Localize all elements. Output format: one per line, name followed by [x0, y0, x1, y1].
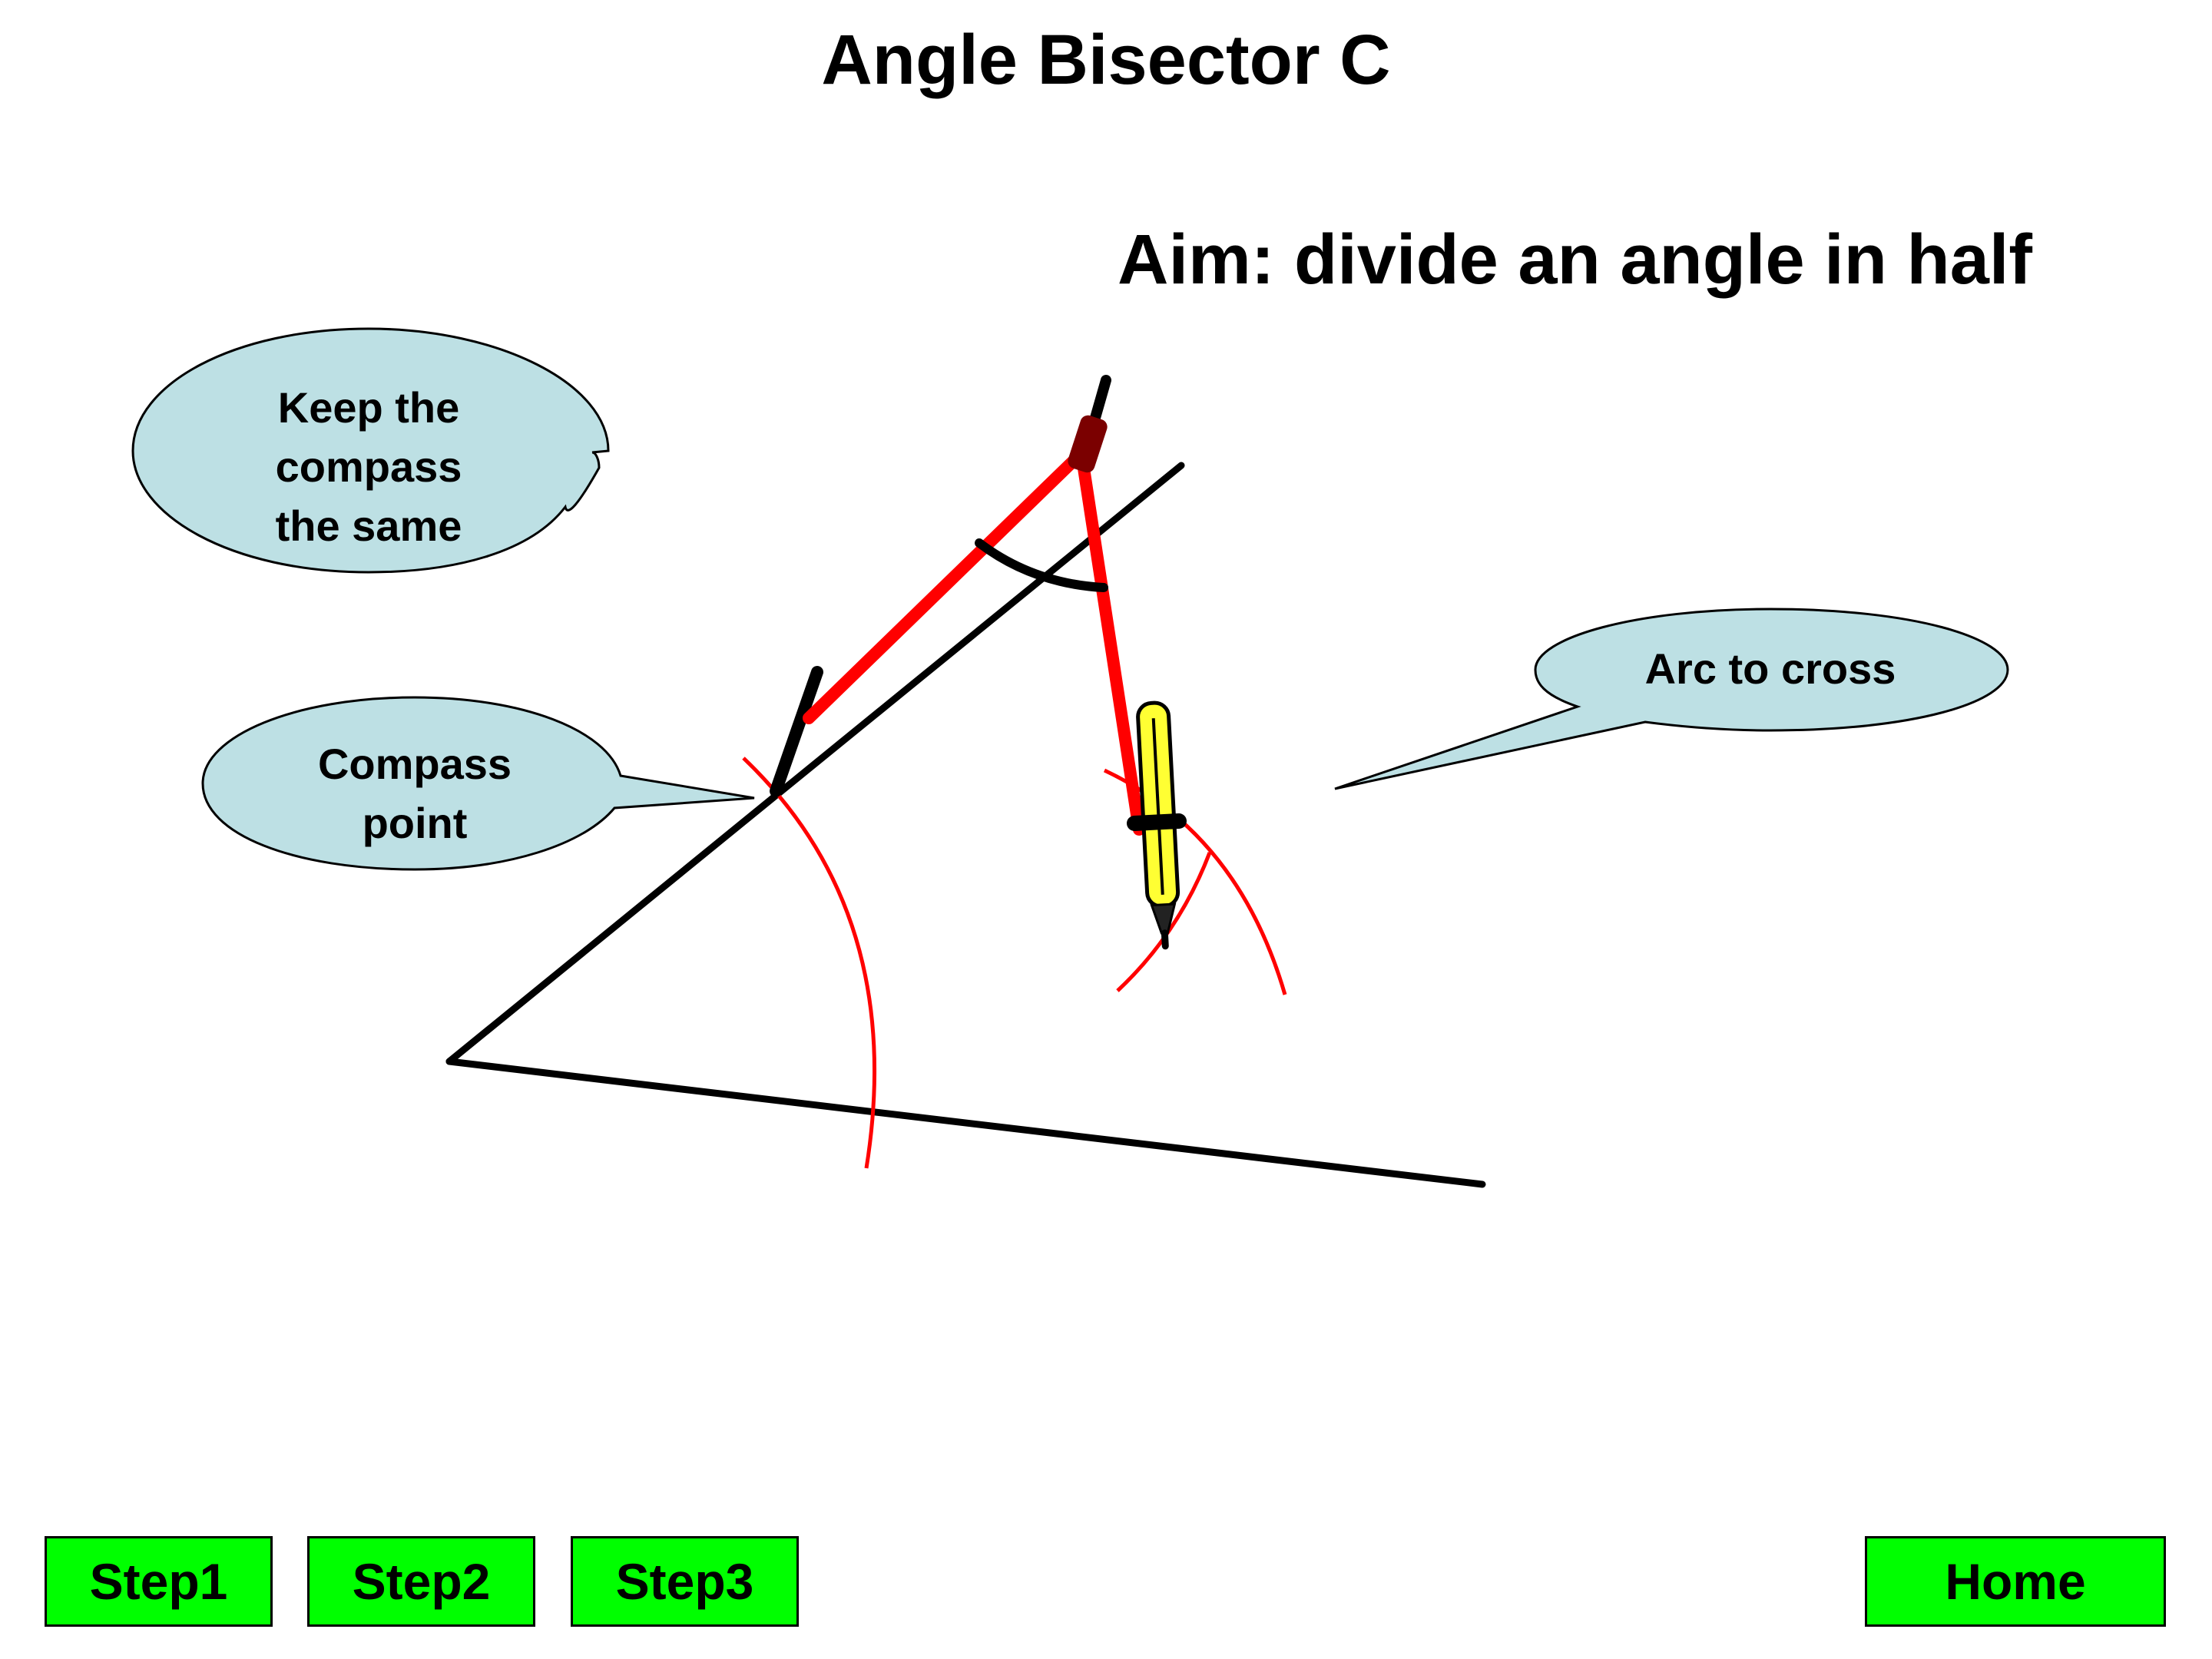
home-button[interactable]: Home	[1865, 1536, 2166, 1627]
step2-button[interactable]: Step2	[307, 1536, 535, 1627]
page-title: Angle Bisector C	[821, 21, 1391, 99]
callout-keep-compass-same-text: Keep the compass the same	[275, 383, 462, 550]
lower-angle-arm	[445, 1058, 1486, 1188]
callout-keep-compass-same	[131, 327, 610, 574]
compass-left-arm	[803, 447, 1088, 724]
compass-hinge	[1068, 415, 1108, 473]
pencil-clamp	[1127, 813, 1187, 831]
callout-compass-point-text: Compass point	[317, 740, 512, 847]
callout-arc-to-cross-text: Arc to cross	[1644, 644, 1896, 693]
upper-angle-arm	[445, 462, 1185, 1065]
aim-statement: Aim: divide an angle in half	[1118, 220, 2033, 299]
compass-needle	[770, 666, 823, 797]
callout-compass-point	[201, 696, 755, 871]
base-construction-arc	[742, 757, 877, 1169]
step1-button[interactable]: Step1	[45, 1536, 273, 1627]
compass-right-arm	[1075, 447, 1145, 836]
pencil-icon	[1136, 700, 1181, 950]
crossing-arc-lower	[1116, 852, 1212, 992]
compass-adjustment-arc	[975, 538, 1108, 592]
step3-button[interactable]: Step3	[571, 1536, 799, 1627]
callout-arc-to-cross	[1334, 608, 2009, 790]
